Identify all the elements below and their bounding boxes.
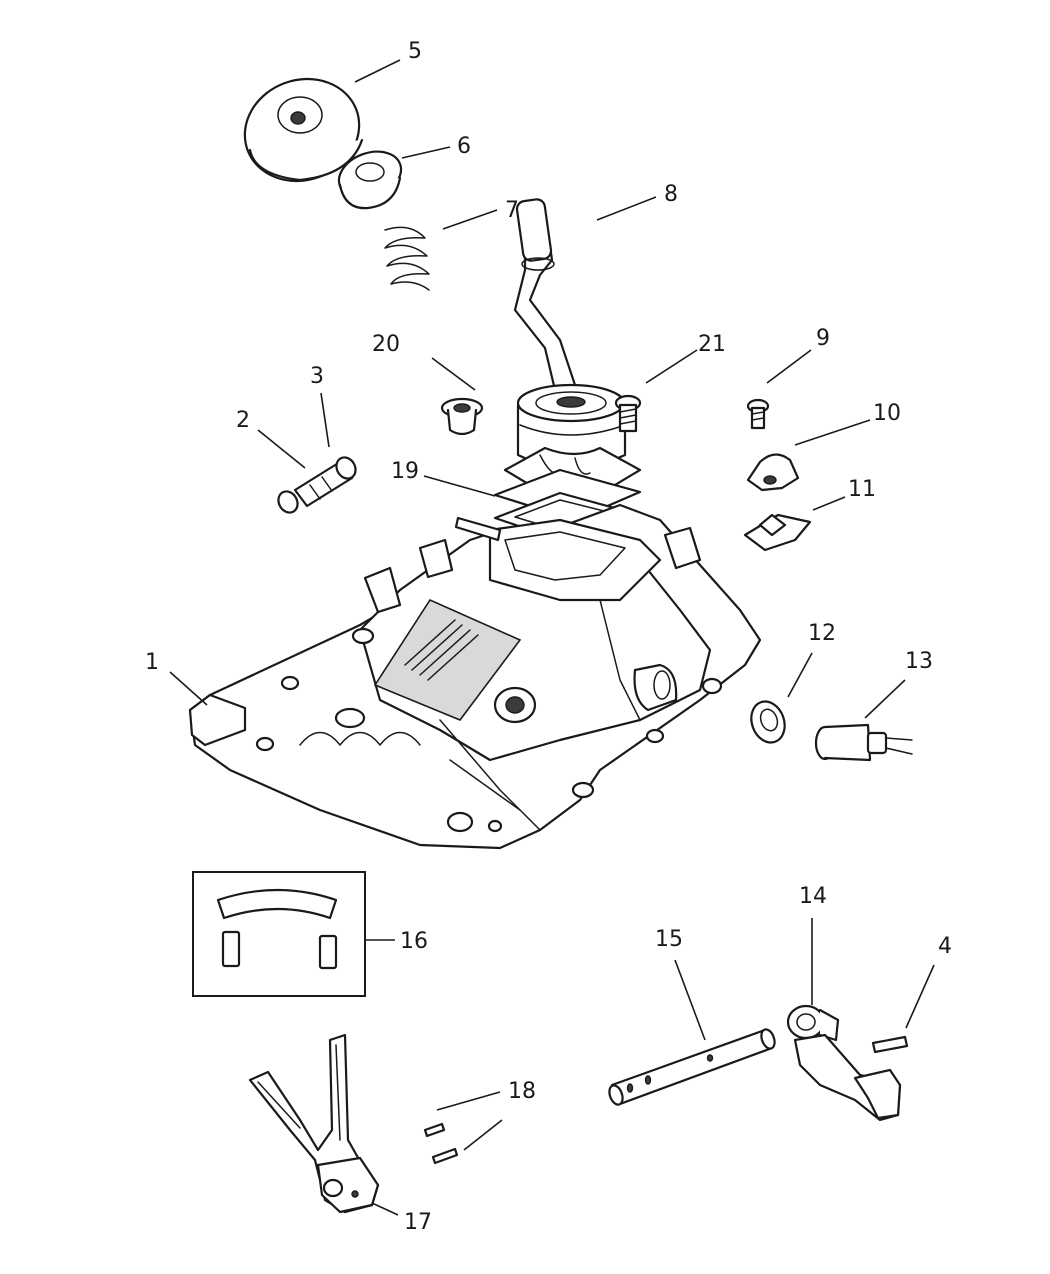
callout-18: 18 — [508, 1079, 536, 1104]
callout-1: 1 — [145, 650, 159, 675]
callout-12: 12 — [808, 621, 836, 646]
callout-15: 15 — [655, 927, 683, 952]
part-4-roll-pin — [871, 1035, 909, 1054]
part-7-spring — [384, 226, 430, 291]
part-5-boot-cap — [243, 77, 364, 183]
part-10-clip — [746, 453, 800, 492]
part-14-shift-lug — [786, 1004, 902, 1122]
part-8-shift-lever — [513, 198, 577, 392]
callout-7: 7 — [505, 198, 519, 223]
part-13-switch — [814, 723, 913, 762]
callout-11: 11 — [848, 477, 876, 502]
callout-5: 5 — [408, 39, 422, 64]
callout-19: 19 — [391, 459, 419, 484]
callout-6: 6 — [457, 134, 471, 159]
part-18-pins — [423, 1122, 459, 1165]
part-15-shift-rail — [608, 1028, 776, 1106]
callout-9: 9 — [816, 326, 830, 351]
part-17-shift-fork — [248, 1033, 380, 1214]
callout-21: 21 — [698, 332, 726, 357]
part-1-shift-housing — [188, 503, 762, 850]
callout-8: 8 — [664, 182, 678, 207]
callout-labels: 5 6 7 8 21 9 10 11 20 3 2 19 1 12 13 16 … — [145, 39, 952, 1235]
callout-2: 2 — [236, 408, 250, 433]
part-6-bushing — [337, 150, 403, 210]
part-2-3-plunger — [277, 456, 357, 514]
callout-17: 17 — [404, 1210, 432, 1235]
callout-14: 14 — [799, 884, 827, 909]
part-21-bolt — [614, 394, 642, 433]
callout-20: 20 — [372, 332, 400, 357]
callout-10: 10 — [873, 401, 901, 426]
part-16-pad-kit — [192, 871, 366, 997]
part-12-washer — [750, 700, 786, 744]
part-20-plug — [440, 397, 484, 436]
callout-4: 4 — [938, 934, 952, 959]
callout-3: 3 — [310, 364, 324, 389]
callout-13: 13 — [905, 649, 933, 674]
part-9-bolt — [746, 398, 770, 430]
callout-16: 16 — [400, 929, 428, 954]
leader-lines — [169, 59, 935, 1216]
part-11-bracket — [743, 513, 812, 552]
